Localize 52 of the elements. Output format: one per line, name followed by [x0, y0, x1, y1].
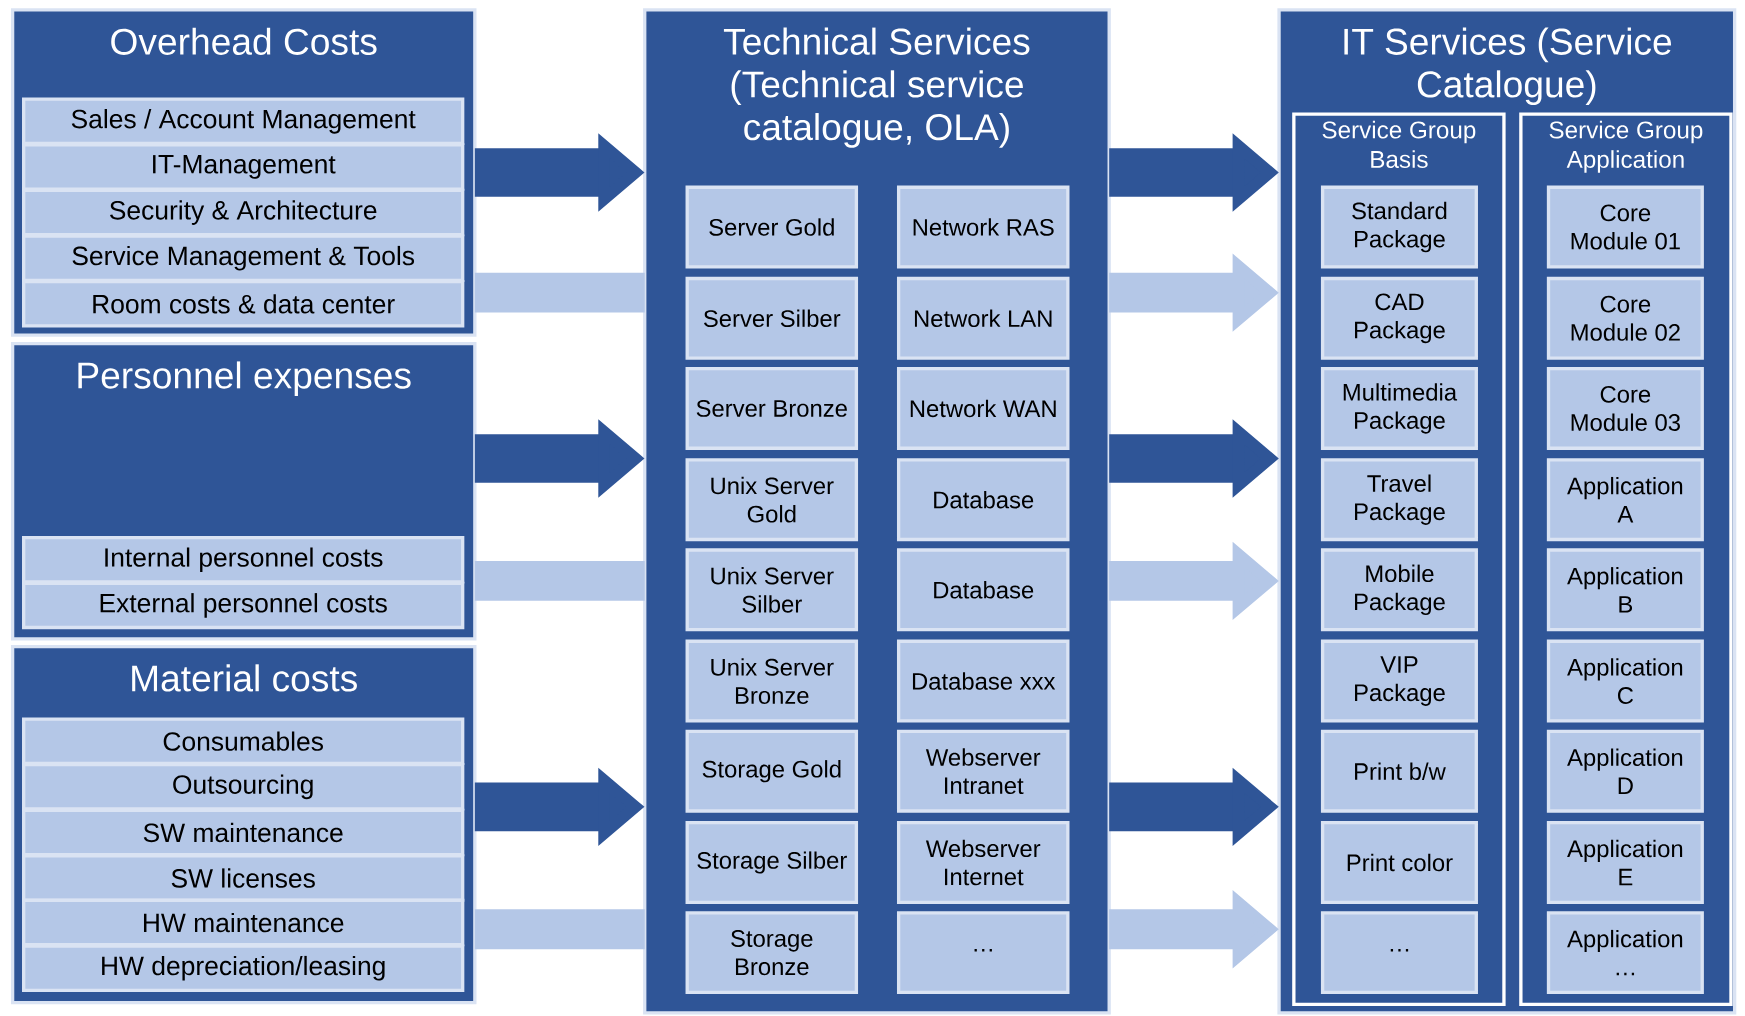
service-box: Application E	[1546, 821, 1704, 904]
service-box: Webserver Intranet	[897, 729, 1070, 813]
service-box: Print b/w	[1320, 729, 1478, 813]
cost-item-box: Security & Architecture	[22, 188, 465, 237]
service-box: Server Silber	[685, 276, 859, 360]
service-box: Database	[897, 548, 1070, 632]
service-box: CAD Package	[1320, 276, 1478, 360]
service-box: Network WAN	[897, 366, 1070, 450]
cost-item-box: Outsourcing	[22, 763, 465, 811]
service-box: Standard Package	[1320, 185, 1478, 269]
service-box: Application A	[1546, 458, 1704, 542]
connector-band	[474, 561, 645, 601]
connector-band	[474, 272, 645, 313]
service-box: Database	[897, 458, 1070, 542]
cost-item-box: External personnel costs	[22, 581, 465, 630]
service-box: Database xxx	[897, 639, 1070, 723]
service-box: Core Module 01	[1546, 185, 1704, 269]
service-box: …	[897, 911, 1070, 995]
cost-item-box: Consumables	[22, 717, 465, 765]
cost-item-box: SW maintenance	[22, 808, 465, 857]
service-box: Unix Server Silber	[685, 548, 859, 632]
service-box: Core Module 02	[1546, 276, 1704, 360]
service-box: Network RAS	[897, 185, 1070, 269]
cost-item-box: Sales / Account Management	[22, 97, 465, 146]
service-box: Application B	[1546, 548, 1704, 632]
service-box: Core Module 03	[1546, 366, 1704, 450]
service-box: Unix Server Gold	[685, 458, 859, 542]
service-box: …	[1320, 911, 1478, 995]
cost-item-box: Internal personnel costs	[22, 536, 465, 584]
service-box: Storage Gold	[685, 729, 859, 813]
service-box: Application D	[1546, 729, 1704, 813]
service-box: Travel Package	[1320, 458, 1478, 542]
service-box: Mobile Package	[1320, 548, 1478, 632]
service-box: Server Bronze	[685, 366, 859, 450]
cost-item-box: Service Management & Tools	[22, 234, 465, 282]
service-box: Print color	[1320, 821, 1478, 904]
service-box: Unix Server Bronze	[685, 639, 859, 723]
connector-band	[474, 909, 645, 950]
cost-item-box: HW depreciation/leasing	[22, 944, 465, 992]
service-box: Storage Bronze	[685, 911, 859, 995]
service-box: Storage Silber	[685, 821, 859, 904]
cost-item-box: Room costs & data center	[22, 280, 465, 328]
service-box: Network LAN	[897, 276, 1070, 360]
cost-item-box: SW licenses	[22, 854, 465, 902]
service-box: Application …	[1546, 911, 1704, 995]
service-box: Server Gold	[685, 185, 859, 269]
cost-item-box: HW maintenance	[22, 898, 465, 947]
service-box: VIP Package	[1320, 639, 1478, 723]
service-box: Application C	[1546, 639, 1704, 723]
service-box: Multimedia Package	[1320, 366, 1478, 450]
cost-item-box: IT-Management	[22, 143, 465, 191]
service-box: Webserver Internet	[897, 821, 1070, 904]
